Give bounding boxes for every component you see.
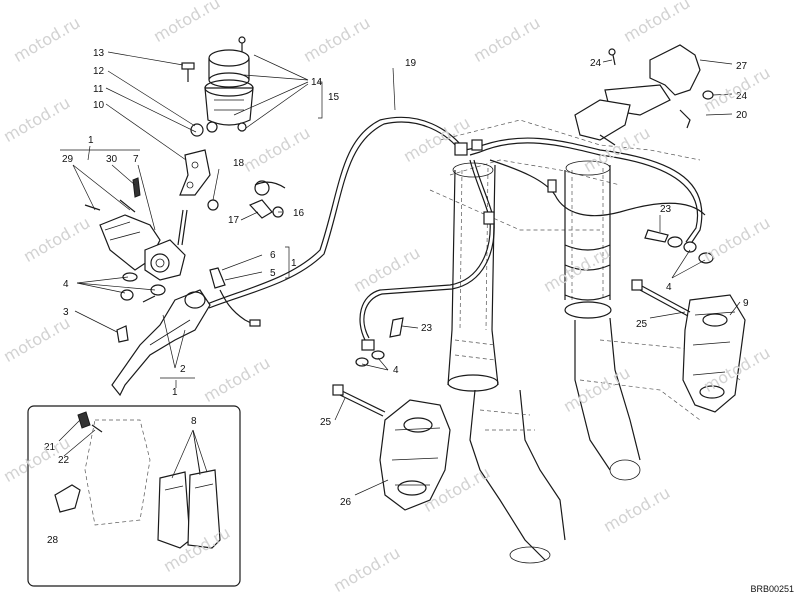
callout-13: 13 <box>93 48 105 59</box>
callout-29: 29 <box>62 154 74 165</box>
callout-2: 2 <box>180 364 186 375</box>
callout-1-mid: 1 <box>291 258 297 269</box>
callout-20: 20 <box>736 110 748 121</box>
callout-23-center: 23 <box>421 323 433 334</box>
callout-24-right: 24 <box>736 91 748 102</box>
callout-14: 14 <box>311 77 323 88</box>
callout-18: 18 <box>233 158 245 169</box>
callout-1-bottom: 1 <box>172 387 178 398</box>
callout-labels: 13 12 11 10 14 15 1 29 30 7 18 17 16 19 … <box>44 48 749 546</box>
callout-25-center: 25 <box>320 417 332 428</box>
callout-1-top: 1 <box>88 135 94 146</box>
callout-24-left: 24 <box>590 58 602 69</box>
callout-4-left: 4 <box>63 279 69 290</box>
callout-4-center: 4 <box>393 365 399 376</box>
callout-10: 10 <box>93 100 105 111</box>
callout-21: 21 <box>44 442 56 453</box>
callout-22: 22 <box>58 455 70 466</box>
callout-15: 15 <box>328 92 340 103</box>
callout-26: 26 <box>340 497 352 508</box>
caliper-right <box>631 229 746 413</box>
drawing-code: BRB00251 <box>750 584 794 594</box>
callout-25-right: 25 <box>636 319 648 330</box>
callout-17: 17 <box>228 215 240 226</box>
callout-27: 27 <box>736 61 748 72</box>
callout-23-right: 23 <box>660 204 672 215</box>
master-cylinder <box>84 36 286 397</box>
callout-19: 19 <box>405 58 417 69</box>
callout-3: 3 <box>63 307 69 318</box>
callout-12: 12 <box>93 66 105 77</box>
front-fork <box>429 119 741 564</box>
callout-16: 16 <box>293 208 305 219</box>
callout-8: 8 <box>191 416 197 427</box>
brake-hose <box>204 116 706 351</box>
callout-30: 30 <box>106 154 118 165</box>
callout-6: 6 <box>270 250 276 261</box>
callout-5: 5 <box>270 268 276 279</box>
hose-bracket <box>574 44 714 146</box>
callout-7: 7 <box>133 154 139 165</box>
callout-28: 28 <box>47 535 59 546</box>
callout-4-right: 4 <box>666 282 672 293</box>
caliper-left <box>332 317 451 511</box>
leader-lines <box>58 51 741 496</box>
callout-9: 9 <box>743 298 749 309</box>
callout-11: 11 <box>93 84 104 95</box>
inset-pads <box>27 405 241 587</box>
